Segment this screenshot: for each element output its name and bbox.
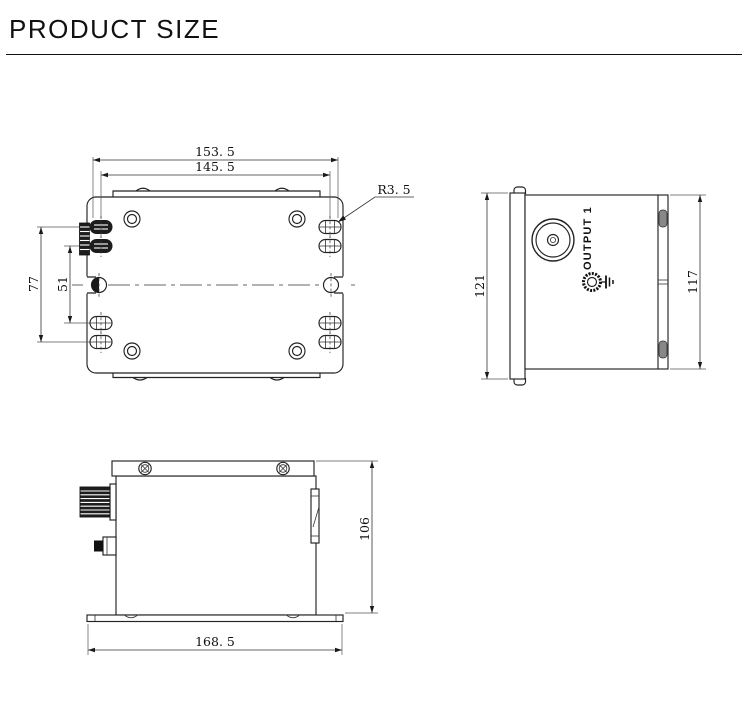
dim-77: 77 <box>26 226 90 343</box>
thru-hole-ring <box>123 210 141 228</box>
output-label: OUTPUT 1 <box>582 206 594 270</box>
flange-tab-top <box>513 186 527 194</box>
base-notch <box>286 615 300 619</box>
dim-117: 117 <box>670 194 706 370</box>
header-divider <box>6 54 742 55</box>
mounting-slot <box>89 331 113 353</box>
dim-label-flange-height: 121 <box>472 274 487 298</box>
dim-label-base-width: 168. 5 <box>195 634 235 649</box>
bottom-view: 153. 5 145. 5 77 <box>26 144 414 381</box>
base-plate <box>86 614 344 623</box>
latch-clip <box>310 488 320 544</box>
dim-label-front-height: 106 <box>357 517 372 541</box>
edge-bumper <box>658 209 668 228</box>
mounting-flange <box>509 192 526 380</box>
dim-153-5: 153. 5 <box>92 144 339 218</box>
top-plate-edge <box>112 190 321 197</box>
edge-bumper <box>658 340 668 359</box>
thru-hole-ring <box>288 210 306 228</box>
ground-screw <box>582 272 602 292</box>
ground-terminal <box>582 272 614 292</box>
output-connector <box>531 218 575 262</box>
dim-51: 51 <box>55 245 90 324</box>
knob-end-view <box>79 222 90 256</box>
dim-106: 106 <box>316 460 378 614</box>
dim-label-height-outer: 77 <box>26 276 41 292</box>
dim-label-width-outer: 153. 5 <box>195 144 235 159</box>
left-shaft-fill <box>91 277 99 293</box>
front-view-body-outline <box>115 475 317 616</box>
mounting-slot <box>318 216 342 238</box>
dim-label-height-inner: 51 <box>55 276 70 292</box>
side-connector <box>94 536 117 556</box>
mounting-slot <box>318 331 342 353</box>
mounting-slot <box>89 312 113 334</box>
bottom-plate-tab <box>269 377 285 381</box>
right-notch <box>334 276 343 294</box>
base-notch <box>124 615 138 619</box>
dim-168-5: 168. 5 <box>87 624 343 655</box>
mounting-slot <box>318 312 342 334</box>
screw-icon <box>276 461 290 476</box>
thru-hole-ring <box>123 342 141 360</box>
thru-hole-ring <box>288 342 306 360</box>
bottom-plate-edge <box>112 373 321 379</box>
dim-label-body-height: 117 <box>685 270 700 294</box>
mounting-slot-filled <box>89 235 113 257</box>
front-view: 106 168. 5 <box>79 460 378 655</box>
dim-label-width-inner: 145. 5 <box>195 159 235 174</box>
mounting-slot <box>318 235 342 257</box>
dim-label-corner-radius: R3. 5 <box>377 182 410 197</box>
top-bar <box>111 460 315 477</box>
top-plate-tab <box>274 187 290 192</box>
dim-121: 121 <box>472 192 508 380</box>
dim-145-5: 145. 5 <box>100 159 331 218</box>
mounting-slot-filled <box>89 216 113 238</box>
left-notch <box>87 276 96 294</box>
knob-side-view <box>79 483 117 521</box>
page-header: PRODUCT SIZE <box>9 14 220 45</box>
bottom-plate-tab <box>132 377 148 381</box>
screw-icon <box>138 461 152 476</box>
leader-r3-5: R3. 5 <box>337 182 414 223</box>
flange-tab-bottom <box>513 378 527 386</box>
ground-icon <box>601 275 614 289</box>
page-title: PRODUCT SIZE <box>9 14 221 44</box>
top-plate-tab <box>135 187 151 192</box>
side-view: OUTPUT 1 121 <box>472 186 706 386</box>
connector-plug <box>94 540 103 552</box>
